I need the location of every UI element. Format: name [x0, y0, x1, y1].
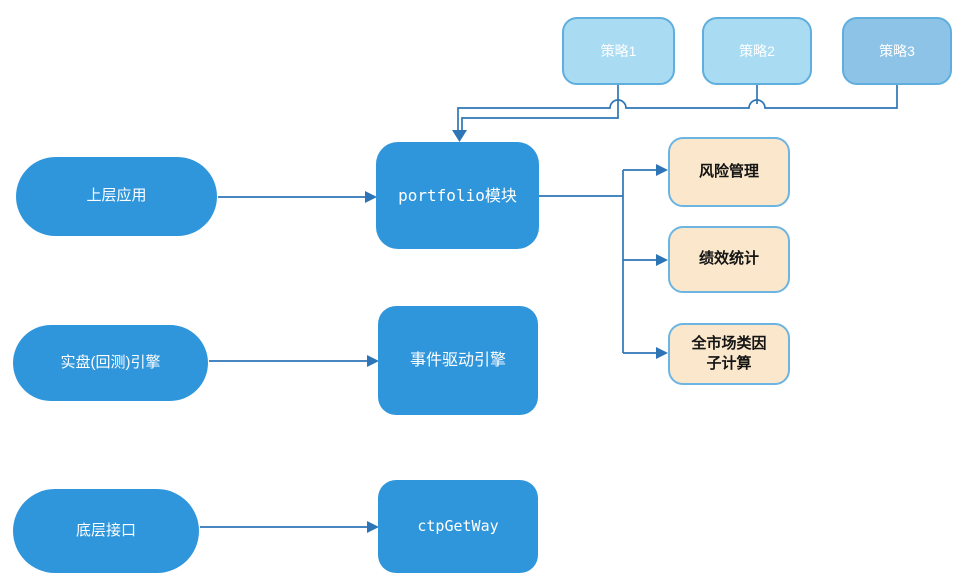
node-label: 策略1 [600, 42, 637, 59]
edge-strategy3-portfolio [457, 85, 898, 130]
node-label: portfolio模块 [398, 185, 517, 205]
node-strategy1: 策略1 [562, 17, 675, 85]
node-label: 事件驱动引擎 [409, 351, 506, 369]
edge-strategy1-portfolio [461, 85, 619, 130]
node-upper-application: 上层应用 [16, 157, 217, 236]
node-risk-management: 风险管理 [668, 137, 790, 207]
arrowhead-into-eventengine [367, 355, 379, 367]
arrowhead-into-ctp [367, 521, 379, 533]
node-bottom-interface: 底层接口 [13, 489, 199, 573]
node-market-factor-calc: 全市场类因子计算 [668, 323, 790, 385]
node-strategy3: 策略3 [842, 17, 952, 85]
node-performance-statistics: 绩效统计 [668, 226, 790, 293]
node-label: 策略3 [879, 42, 915, 59]
node-label: 实盘(回测)引擎 [60, 353, 161, 371]
arrowhead-into-portfolio-top [452, 130, 467, 142]
node-event-driven-engine: 事件驱动引擎 [378, 306, 538, 415]
node-label: 绩效统计 [698, 250, 759, 268]
arrowhead-into-portfolio-left [365, 191, 377, 203]
node-label: 上层应用 [86, 187, 147, 205]
node-portfolio-module: portfolio模块 [376, 142, 539, 249]
node-ctp-gateway: ctpGetWay [378, 480, 538, 573]
node-live-backtest-engine: 实盘(回测)引擎 [13, 325, 208, 401]
node-strategy2: 策略2 [702, 17, 812, 85]
node-label: 风险管理 [698, 162, 759, 180]
node-label: 策略2 [739, 42, 775, 59]
node-label: 全市场类因子计算 [691, 334, 767, 372]
arrowhead-into-risk [656, 164, 668, 176]
arrowhead-into-perf [656, 254, 668, 266]
arrowhead-into-factor [656, 347, 668, 359]
node-label: 底层接口 [75, 521, 136, 539]
node-label: ctpGetWay [417, 517, 499, 536]
